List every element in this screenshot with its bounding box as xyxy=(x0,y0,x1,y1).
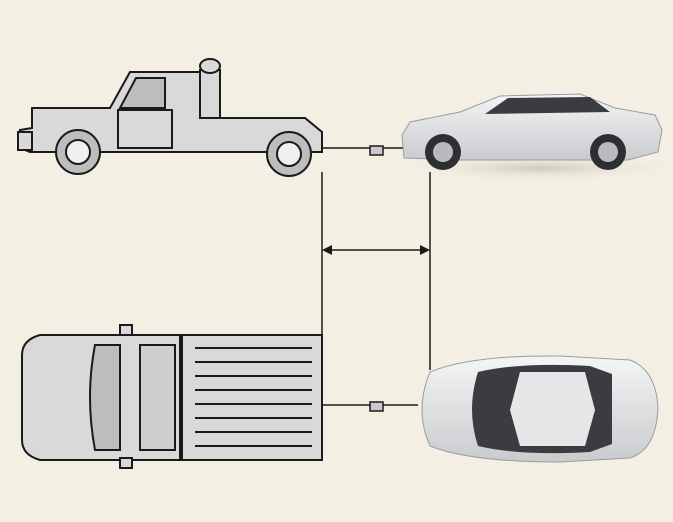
tow-truck-top-view xyxy=(21,324,323,469)
truck-bumper xyxy=(17,131,33,151)
truck-window xyxy=(118,77,166,109)
beacon-light xyxy=(199,58,221,74)
car-side-view xyxy=(390,93,673,182)
car-windows xyxy=(485,97,610,114)
distance-indicator xyxy=(321,172,431,380)
truck-door xyxy=(117,109,173,149)
cable-hook-top xyxy=(369,401,384,412)
bed-slats xyxy=(195,347,312,447)
car-roof xyxy=(510,372,595,446)
truck-bed xyxy=(181,334,323,461)
cable-hook xyxy=(369,145,384,156)
car-top-view xyxy=(421,355,659,463)
tow-cable-top xyxy=(322,401,418,412)
tow-truck-side-view xyxy=(17,58,323,177)
truck-windshield-top xyxy=(89,344,121,451)
tow-cable-side xyxy=(322,145,405,156)
tow-boom xyxy=(199,69,221,121)
